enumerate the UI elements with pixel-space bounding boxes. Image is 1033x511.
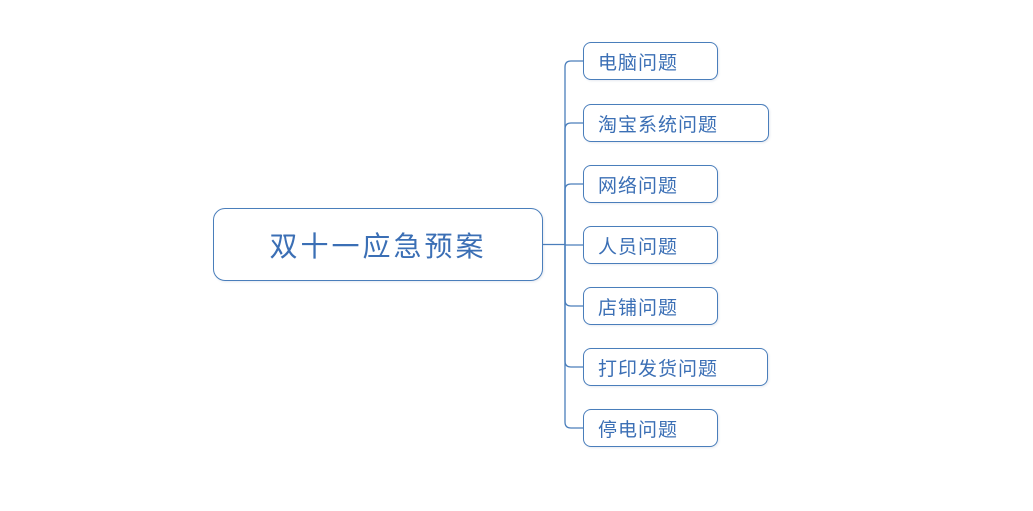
connector-branch-0 xyxy=(564,60,583,245)
topic-node-print-shipping-problem[interactable]: 打印发货问题 xyxy=(583,348,768,386)
topic-node-computer-problem[interactable]: 电脑问题 xyxy=(583,42,718,80)
root-topic-node[interactable]: 双十一应急预案 xyxy=(213,208,543,281)
topic-label: 店铺问题 xyxy=(598,297,679,319)
topic-label: 停电问题 xyxy=(598,419,679,441)
topic-node-taobao-system-problem[interactable]: 淘宝系统问题 xyxy=(583,104,769,142)
topic-label: 打印发货问题 xyxy=(598,358,719,380)
connector-branch-5 xyxy=(564,244,583,368)
connector-branch-6 xyxy=(564,244,583,429)
connector-branch-4 xyxy=(564,244,583,307)
topic-node-network-problem[interactable]: 网络问题 xyxy=(583,165,718,203)
topic-node-personnel-problem[interactable]: 人员问题 xyxy=(583,226,718,264)
topic-node-power-outage-problem[interactable]: 停电问题 xyxy=(583,409,718,447)
connector-branch-2 xyxy=(564,183,583,245)
connector-branch-1 xyxy=(564,122,583,245)
root-topic-label: 双十一应急预案 xyxy=(269,230,487,262)
topic-label: 网络问题 xyxy=(598,175,679,197)
topic-label: 淘宝系统问题 xyxy=(598,114,719,136)
topic-node-shop-problem[interactable]: 店铺问题 xyxy=(583,287,718,325)
topic-label: 电脑问题 xyxy=(598,52,679,74)
topic-label: 人员问题 xyxy=(598,236,679,258)
